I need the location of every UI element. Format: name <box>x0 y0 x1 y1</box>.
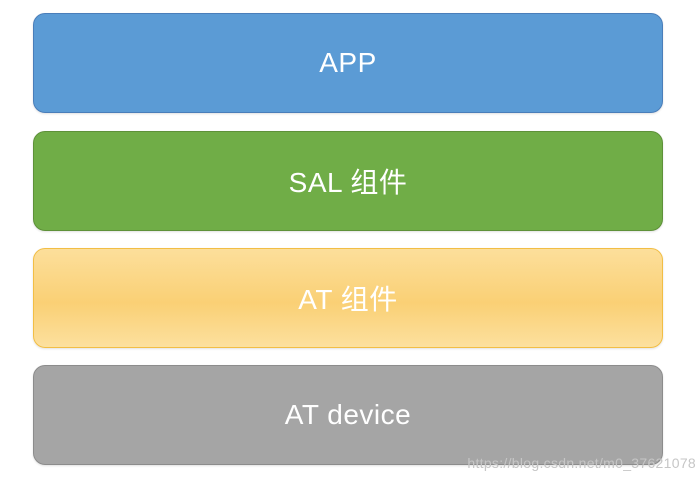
layer-at-device-label: AT device <box>284 399 412 430</box>
layer-sal-component-label: SAL 组件 <box>288 167 408 198</box>
watermark-text: https://blog.csdn.net/m0_37621078 <box>467 455 696 471</box>
layer-at-component-label: AT 组件 <box>298 284 398 315</box>
layer-at-device: AT device <box>33 365 663 465</box>
layer-sal-component: SAL 组件 <box>33 131 663 231</box>
layer-app: APP <box>33 13 663 113</box>
layer-at-component: AT 组件 <box>33 248 663 348</box>
layer-app-label: APP <box>319 47 377 78</box>
